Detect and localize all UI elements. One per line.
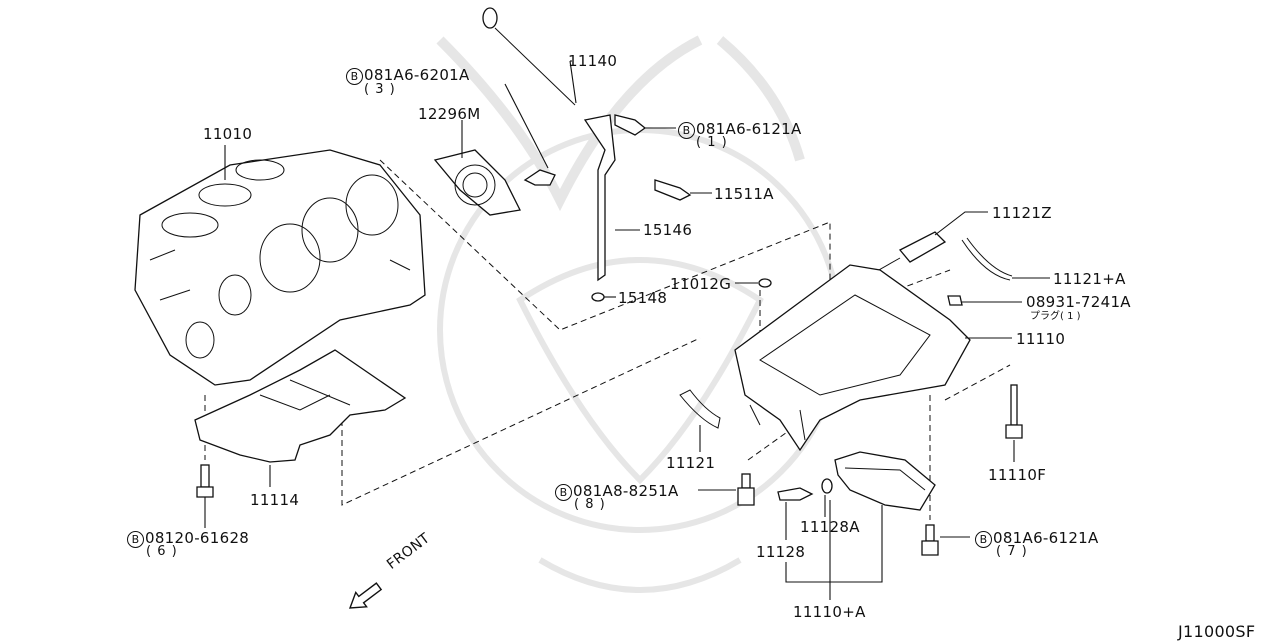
part-number: 08120-61628 xyxy=(145,529,250,547)
qty-6: ( 6 ) xyxy=(146,544,178,559)
bolt-081A6-6121A-top[interactable] xyxy=(614,114,647,136)
bolt-marker-icon: B xyxy=(678,122,695,139)
strainer-gasket[interactable] xyxy=(961,237,1013,281)
label-08931-7241A[interactable]: 08931-7241A xyxy=(1026,293,1131,311)
plug-11012G[interactable] xyxy=(758,278,772,288)
label-12296M[interactable]: 12296M xyxy=(418,105,481,123)
label-11121Z[interactable]: 11121Z xyxy=(992,204,1052,222)
baffle-11121[interactable] xyxy=(679,389,721,429)
cylinder-block[interactable] xyxy=(134,149,426,386)
part-number: 081A6-6121A xyxy=(696,120,802,138)
label-11012G[interactable]: 11012G xyxy=(670,275,732,293)
qty-1: ( 1 ) xyxy=(696,135,728,150)
label-15146[interactable]: 15146 xyxy=(643,221,693,239)
seal-retainer[interactable] xyxy=(433,149,521,216)
bolt-marker-icon: B xyxy=(346,68,363,85)
diagram-code: J11000SF xyxy=(1178,622,1256,641)
bolt-081A8-8251A[interactable] xyxy=(737,473,755,506)
bolt-marker-icon: B xyxy=(127,531,144,548)
label-11128A[interactable]: 11128A xyxy=(800,518,860,536)
label-11110[interactable]: 11110 xyxy=(1016,330,1066,348)
front-arrow-icon xyxy=(348,582,383,609)
label-15148[interactable]: 15148 xyxy=(618,289,668,307)
oil-pan-upper[interactable] xyxy=(734,264,971,452)
oil-level-gauge[interactable] xyxy=(482,7,576,106)
qty-3: ( 3 ) xyxy=(364,82,396,97)
stud-11110F[interactable] xyxy=(1005,384,1023,439)
part-number: 081A6-6121A xyxy=(993,529,1099,547)
label-11128[interactable]: 11128 xyxy=(756,543,806,561)
leader-lines xyxy=(224,60,1050,600)
bolt-11511A[interactable] xyxy=(654,179,692,201)
label-11511A[interactable]: 11511A xyxy=(714,185,774,203)
bolt-081A6-6201A[interactable] xyxy=(504,83,556,186)
bolt-marker-icon: B xyxy=(555,484,572,501)
qty-7: ( 7 ) xyxy=(996,544,1028,559)
part-number: 081A8-8251A xyxy=(573,482,679,500)
drain-plug-11128[interactable] xyxy=(777,487,814,501)
label-11114[interactable]: 11114 xyxy=(250,491,300,509)
bolt-081A6-6121A-bottom[interactable] xyxy=(921,524,939,556)
qty-8: ( 8 ) xyxy=(574,497,606,512)
label-11110F[interactable]: 11110F xyxy=(988,466,1047,484)
washer-11128A[interactable] xyxy=(821,478,833,494)
baffle-plate[interactable] xyxy=(194,349,407,463)
bolt-08120-61628[interactable] xyxy=(196,464,214,528)
label-11140[interactable]: 11140 xyxy=(568,52,618,70)
plug-note: プラグ( 1 ) xyxy=(1030,311,1081,322)
part-number: 081A6-6201A xyxy=(364,66,470,84)
oil-pan-lower[interactable] xyxy=(834,451,936,511)
drain-plug[interactable] xyxy=(947,295,963,306)
label-11121[interactable]: 11121 xyxy=(666,454,716,472)
label-11110A[interactable]: 11110+A xyxy=(793,603,866,621)
bolt-marker-icon: B xyxy=(975,531,992,548)
label-11121A[interactable]: 11121+A xyxy=(1053,270,1126,288)
label-11010[interactable]: 11010 xyxy=(203,125,253,143)
